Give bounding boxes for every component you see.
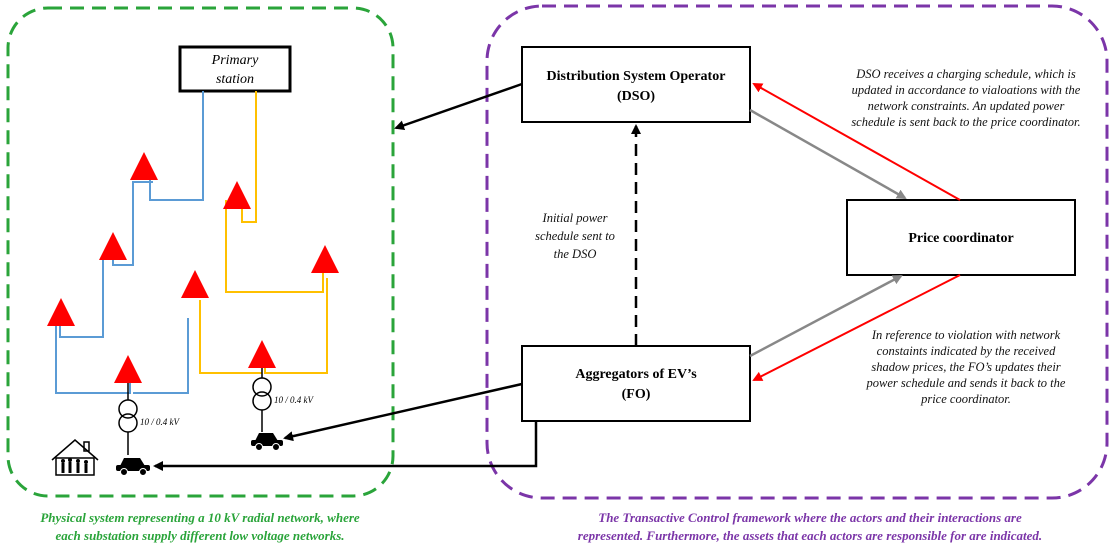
svg-text:constaints indicated by the re: constaints indicated by the received [877, 344, 1056, 358]
arrow-coordinator-to-aggregator [752, 274, 961, 381]
substation-icon [47, 298, 75, 326]
svg-text:The Transactive Control framew: The Transactive Control framework where … [598, 510, 1022, 525]
arrow-aggregator-to-car [283, 382, 523, 442]
dso-note: DSO receives a charging schedule, which … [851, 67, 1080, 129]
svg-text:Initial power: Initial power [542, 211, 608, 225]
transformer-icon [118, 383, 138, 455]
substation-icon [311, 245, 339, 273]
substation-icon [223, 181, 251, 209]
transformer-icon [252, 368, 272, 432]
svg-text:each substation supply differe: each substation supply different low vol… [55, 528, 344, 543]
price-coordinator-box: Price coordinator [846, 199, 1076, 276]
price-coordinator-label: Price coordinator [908, 231, 1013, 246]
substation-icon [181, 270, 209, 298]
svg-text:price coordinator.: price coordinator. [920, 392, 1011, 406]
substation-icon [248, 340, 276, 368]
svg-text:shadow prices, the FO’s update: shadow prices, the FO’s updates their [871, 360, 1060, 374]
ev-car-icon [251, 433, 283, 451]
blue-feeder [55, 91, 204, 394]
svg-text:the DSO: the DSO [554, 247, 597, 261]
svg-text:represented. Furthermore, the: represented. Furthermore, the assets tha… [578, 528, 1042, 543]
arrow-coordinator-to-dso [752, 83, 961, 201]
primary-station-label-line2: station [216, 72, 254, 87]
aggregators-label-line1: Aggregators of EV’s [575, 367, 697, 382]
substation-icon [114, 355, 142, 383]
dso-label-line1: Distribution System Operator [547, 69, 726, 84]
substation-icon [99, 232, 127, 260]
primary-station-box: Primary station [178, 45, 292, 93]
ev-car-icon [116, 458, 150, 476]
arrow-dso-to-physical [394, 82, 523, 131]
primary-station-label-line1: Primary [211, 53, 259, 68]
svg-text:Physical system representing a: Physical system representing a 10 kV rad… [40, 510, 360, 525]
aggregators-box: Aggregators of EV’s (FO) [521, 345, 751, 422]
yellow-feeder [199, 91, 328, 374]
transformer-rating-label: 10 / 0.4 kV [140, 417, 180, 427]
dso-box: Distribution System Operator (DSO) [521, 46, 751, 123]
transformer-rating-label: 10 / 0.4 kV [274, 395, 314, 405]
arrow-aggregator-to-house [153, 421, 538, 471]
svg-text:DSO receives a charging schedu: DSO receives a charging schedule, which … [855, 67, 1076, 81]
svg-text:network constraints. An update: network constraints. An updated power [868, 99, 1065, 113]
svg-text:updated in accordance to vialo: updated in accordance to vialoations wit… [852, 83, 1081, 97]
framework-caption: The Transactive Control framework where … [578, 510, 1042, 543]
physical-system-caption: Physical system representing a 10 kV rad… [40, 510, 360, 543]
fo-note: In reference to violation with network c… [866, 328, 1066, 406]
initial-schedule-note: Initial power schedule sent to the DSO [528, 205, 626, 265]
svg-text:In reference to violation with: In reference to violation with network [871, 328, 1061, 342]
arrow-dso-to-coordinator [749, 108, 907, 200]
substation-markers [47, 152, 339, 383]
svg-text:power schedule and sends it ba: power schedule and sends it back to the [866, 376, 1066, 390]
framework-region [485, 4, 1109, 500]
aggregators-label-line2: (FO) [622, 387, 651, 402]
svg-text:schedule sent to: schedule sent to [535, 229, 615, 243]
arrow-aggregator-to-coordinator [749, 274, 903, 358]
dso-label-line2: (DSO) [617, 89, 655, 104]
substation-icon [130, 152, 158, 180]
svg-text:schedule is sent back to the p: schedule is sent back to the price coord… [851, 115, 1080, 129]
house-family-icon [51, 439, 99, 476]
physical-system-region [6, 6, 395, 498]
